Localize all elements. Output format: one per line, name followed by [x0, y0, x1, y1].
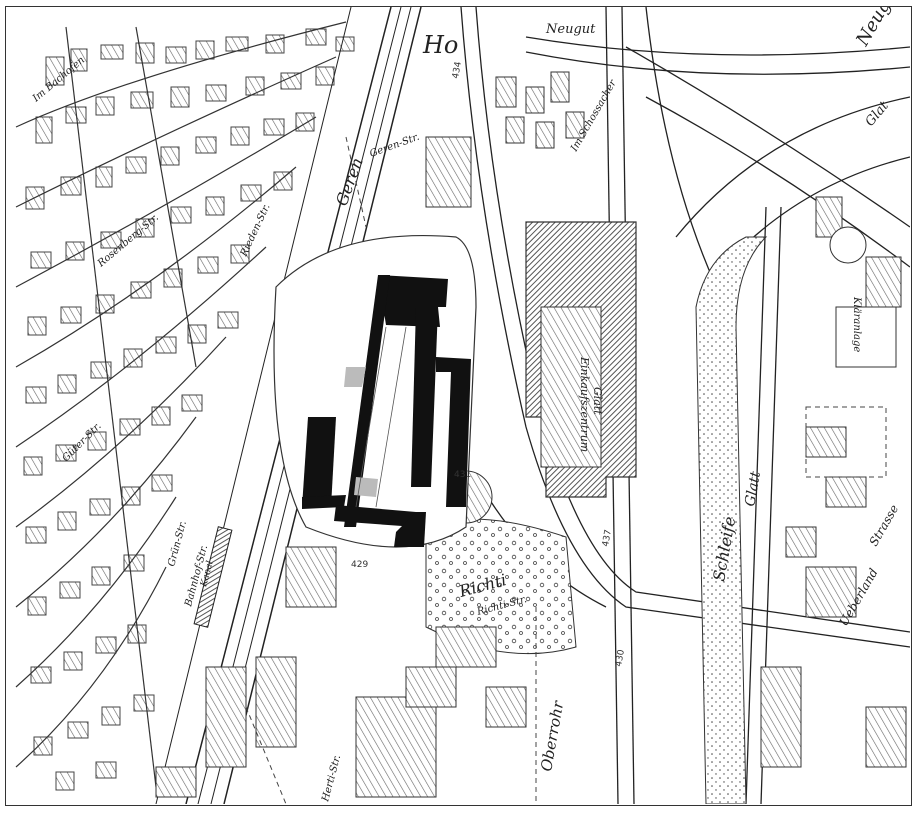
- map-frame: Ho Neugut Neug Glat Geren Geren-Str. Im …: [5, 6, 912, 806]
- label-gruen-str: Grün-Str.: [166, 520, 189, 568]
- label-klaeranlage: Kläranlage: [851, 296, 862, 352]
- treatment-plant: [829, 226, 897, 368]
- label-glatt-center: Glatt: [591, 387, 604, 415]
- elevation-429: 429: [351, 560, 368, 570]
- project-building-complex: [273, 234, 477, 548]
- label-strasse: Strasse: [866, 502, 901, 548]
- label-glatt-river: Glatt: [742, 470, 764, 508]
- label-geren: Geren: [332, 155, 367, 208]
- glatt-river: [695, 236, 768, 804]
- label-ho: Ho: [422, 31, 458, 59]
- residential-streets: [15, 21, 347, 788]
- label-neug: Neug: [852, 7, 895, 50]
- elevation-437: 437: [601, 529, 614, 548]
- elevation-434: 434: [451, 61, 464, 80]
- elevation-430: 430: [614, 649, 627, 668]
- industrial-buildings-south: [155, 136, 907, 798]
- label-glat: Glat: [863, 98, 893, 129]
- label-herti-str: Herti-Str.: [320, 754, 343, 804]
- shopping-center-roof: [540, 306, 602, 468]
- label-einkaufszentrum: Einkaufszentrum: [578, 356, 591, 452]
- site-plan-map: Ho Neugut Neug Glat Geren Geren-Str. Im …: [15, 7, 910, 804]
- residential-area-west: [23, 28, 355, 791]
- label-geren-str: Geren-Str.: [368, 132, 421, 160]
- label-neugut: Neugut: [545, 22, 596, 37]
- dashed-paths: [245, 136, 887, 804]
- elevation-431: 431: [454, 470, 471, 480]
- label-oberrohr: Oberrohr: [537, 699, 567, 773]
